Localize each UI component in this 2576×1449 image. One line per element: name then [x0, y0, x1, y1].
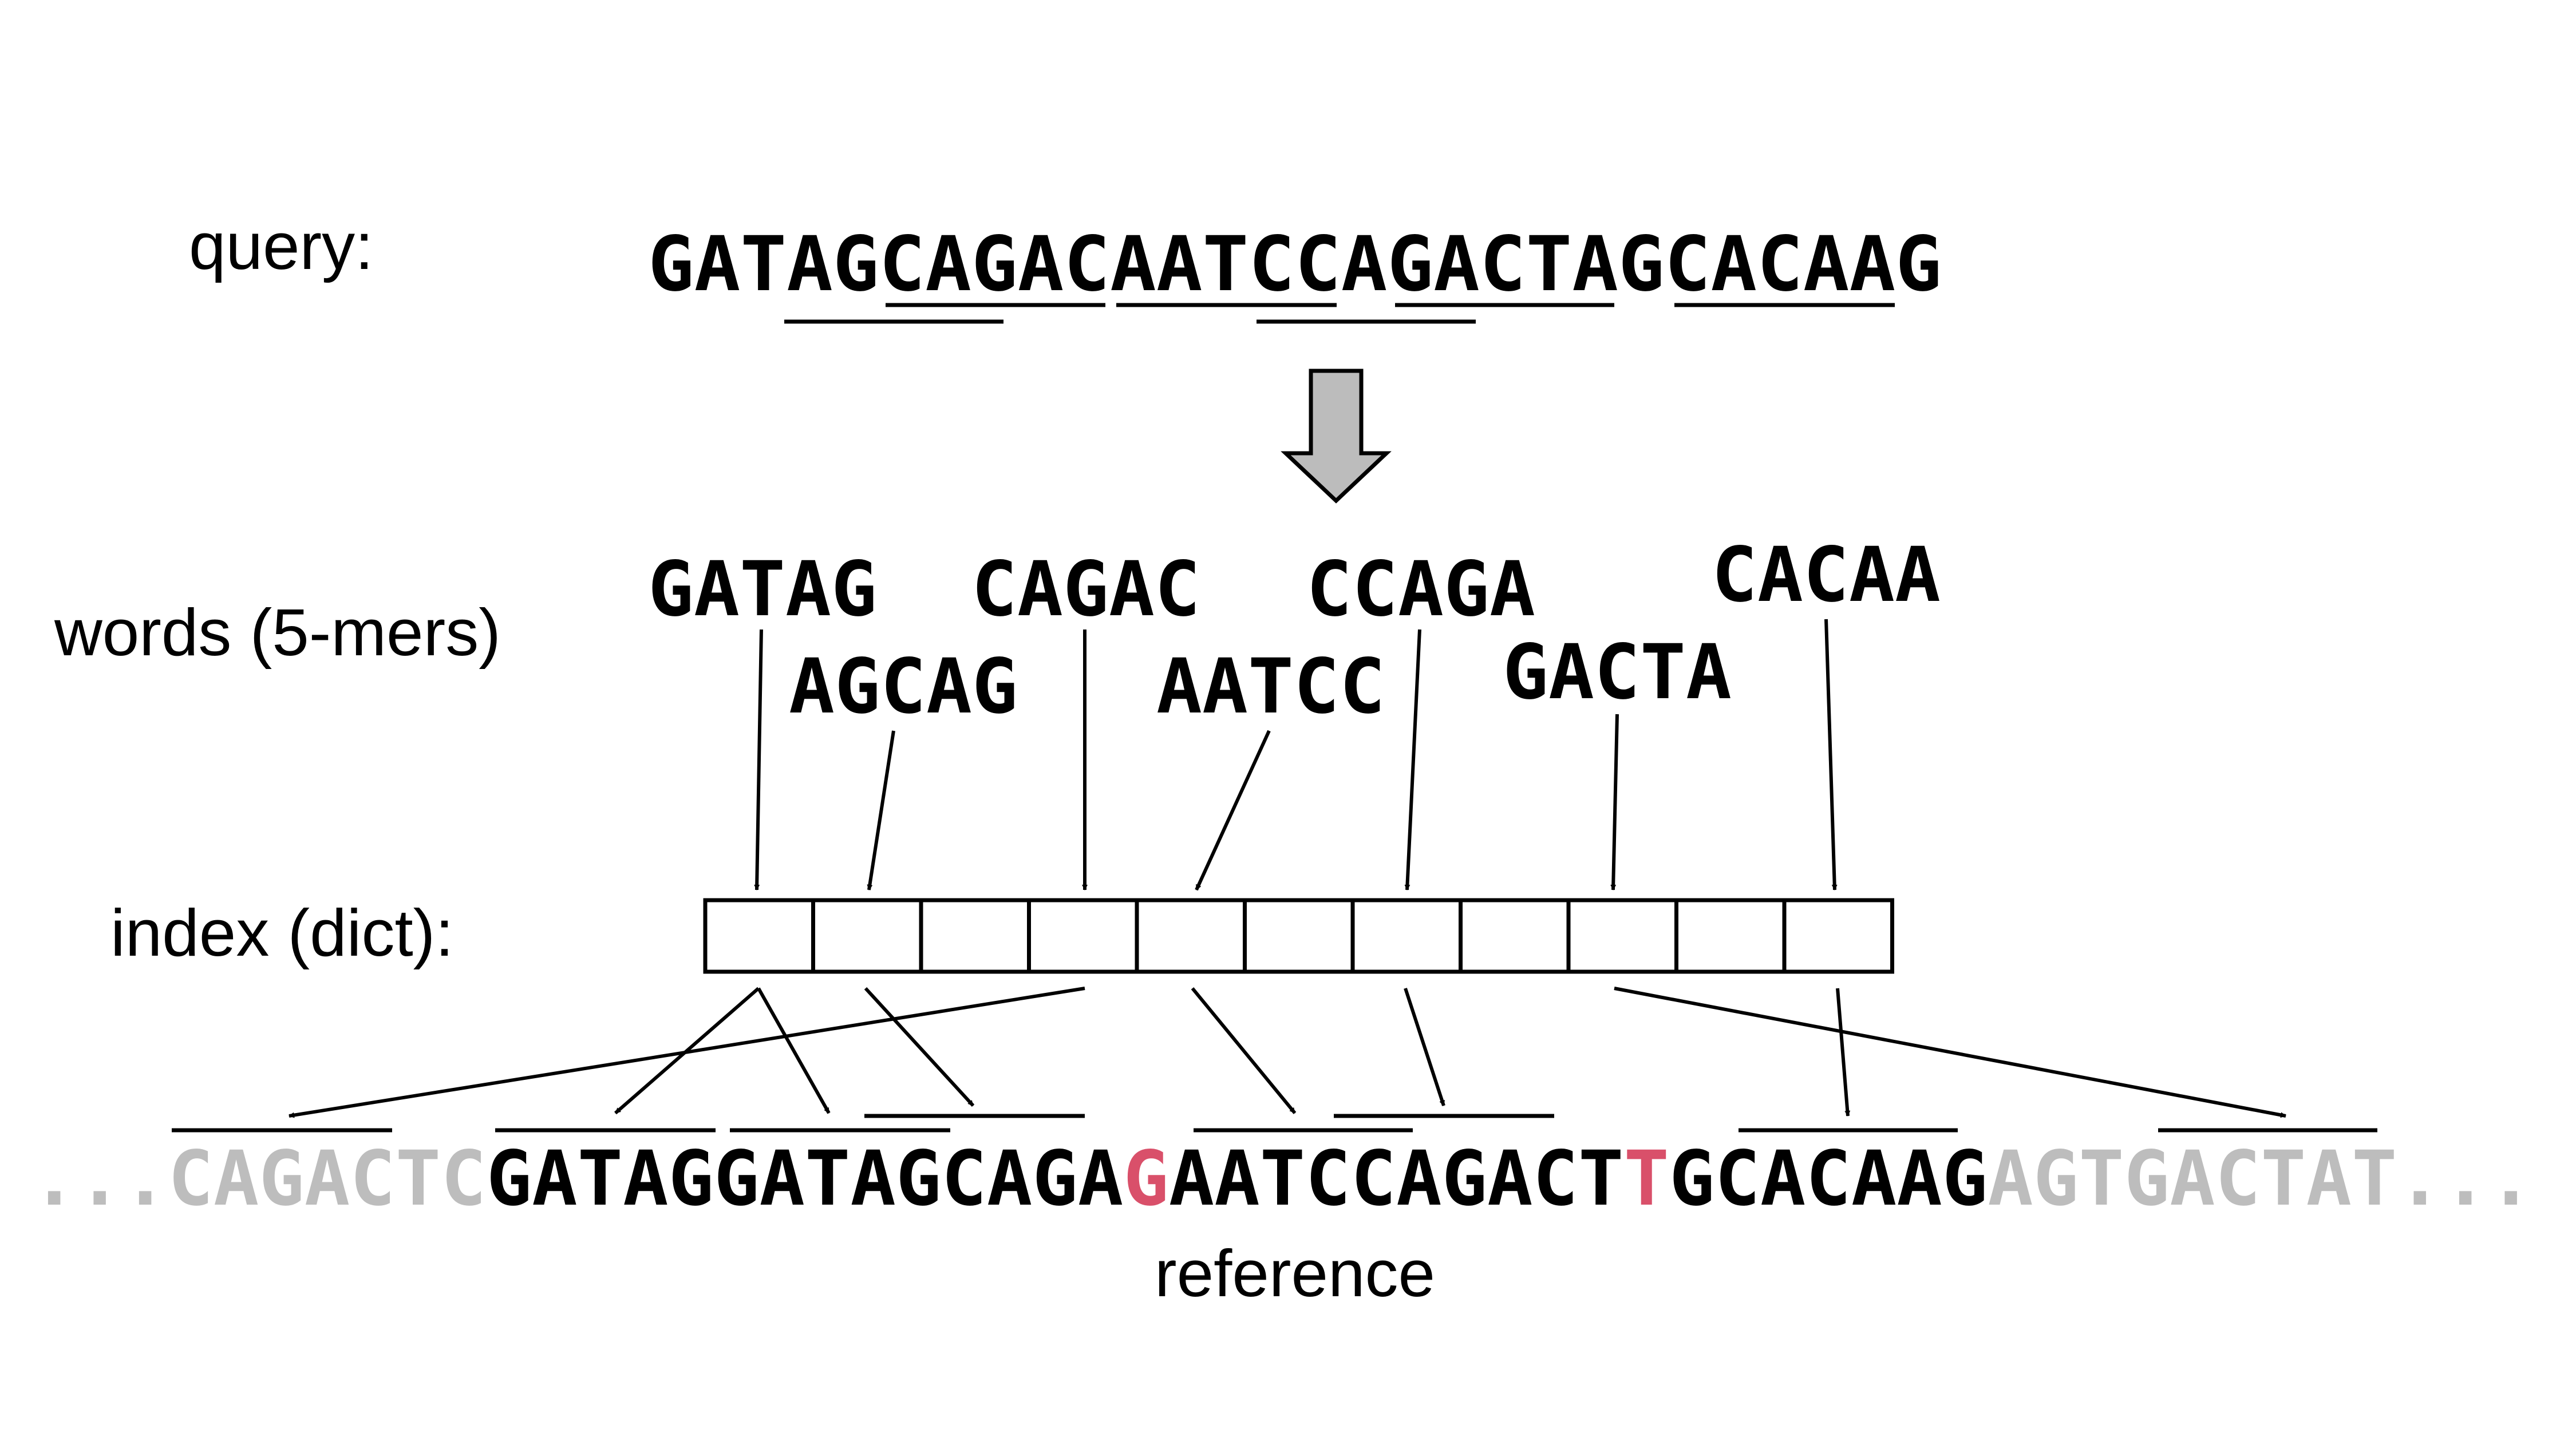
word-aatcc: AATCC [1156, 643, 1385, 731]
reference-left-flank: CAGACTC [168, 1135, 486, 1223]
hit-arrow-cagac [289, 987, 1085, 1118]
arrow-ccaga-to-slot [1404, 629, 1421, 890]
index-array [703, 898, 1894, 974]
arrow-cacaa-to-slot [1824, 619, 1838, 890]
index-slot [1135, 898, 1247, 974]
reference-left-ellipsis: ... [31, 1135, 168, 1223]
hit-arrow-ccaga [1404, 988, 1445, 1106]
reference-core-3: GCACAAG [1669, 1135, 1988, 1223]
hit-arrow-agcag [864, 987, 975, 1107]
arrow-gacta-to-slot [1610, 714, 1619, 890]
arrow-agcag-to-slot [867, 730, 895, 890]
reference-label: reference [1155, 1236, 1435, 1311]
words-label: words (5-mers) [54, 595, 501, 670]
index-slot [919, 898, 1031, 974]
index-slot [1243, 898, 1355, 974]
reference-sequence: ...CAGACTCGATAGGATAGCAGAGAATCCAGACTTGCAC… [31, 1135, 2534, 1223]
reference-right-ellipsis: ... [2397, 1135, 2534, 1223]
reference-right-flank: AGTGACTAT [1988, 1135, 2397, 1223]
down-arrow-icon [1281, 369, 1392, 504]
word-gatag: GATAG [648, 545, 877, 634]
word-gacta: GACTA [1503, 628, 1732, 716]
word-cagac: CAGAC [971, 545, 1200, 634]
word-agcag: AGCAG [789, 643, 1018, 731]
index-slot [1350, 898, 1463, 974]
index-label: index (dict): [110, 896, 454, 970]
word-ccaga: CCAGA [1306, 545, 1535, 634]
index-to-reference-arrows [289, 987, 2286, 1118]
word-cacaa: CACAA [1712, 531, 1941, 619]
reference-core-2: AATCCAGACT [1169, 1135, 1624, 1223]
query-word-underlines [784, 303, 1895, 324]
index-slot [1566, 898, 1678, 974]
index-slot [1782, 898, 1894, 974]
hit-arrow-aatcc [1191, 987, 1297, 1114]
index-slot [1027, 898, 1139, 974]
query-label: query: [189, 209, 373, 283]
index-slot [703, 898, 815, 974]
reference-core-1: GATAGGATAGCAGA [487, 1135, 1124, 1223]
query-sequence: GATAGCAGACAATCCAGACTAGCACAAG [648, 220, 1942, 308]
index-slot [1674, 898, 1787, 974]
arrow-gatag-to-slot [754, 629, 763, 890]
reference-hit-lines [172, 1114, 2377, 1133]
arrow-aatcc-to-slot [1195, 730, 1271, 891]
index-slot [1459, 898, 1571, 974]
hit-arrow-cacaa [1836, 988, 1851, 1117]
reference-mismatch-1: G [1123, 1135, 1168, 1223]
hit-arrow-gatag-2 [757, 987, 831, 1114]
word-to-index-arrows [754, 619, 1838, 891]
index-slot [811, 898, 923, 974]
hit-arrow-gacta [1614, 987, 2286, 1118]
reference-mismatch-2: T [1624, 1135, 1669, 1223]
